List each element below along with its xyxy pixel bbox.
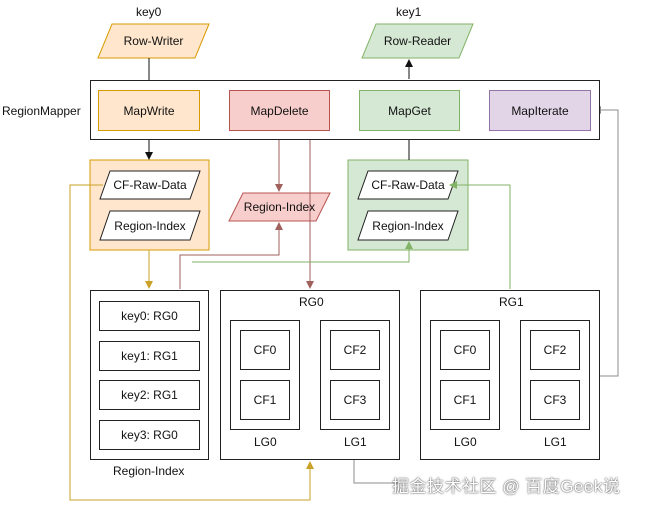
row-reader-shape xyxy=(361,23,474,59)
rg0-cf1: CF1 xyxy=(240,380,290,420)
rg0-cf2: CF2 xyxy=(330,330,380,370)
delete-region-index: Region-Index xyxy=(243,200,316,214)
get-cf-raw-shape xyxy=(357,170,459,200)
write-cf-raw-shape xyxy=(99,170,201,200)
get-region-index: Region-Index xyxy=(372,218,444,233)
rg1-cf3: CF3 xyxy=(530,380,580,420)
write-region-index-shape xyxy=(99,210,201,241)
map-delete-button[interactable]: MapDelete xyxy=(229,90,330,131)
map-write-button[interactable]: MapWrite xyxy=(98,90,200,131)
region-index-row: key3: RG0 xyxy=(99,420,200,450)
write-region-index: Region-Index xyxy=(114,218,186,233)
rg0-cf0: CF0 xyxy=(240,330,290,370)
rg0-lg1-label: LG1 xyxy=(344,435,367,449)
rg1-title: RG1 xyxy=(499,295,524,309)
watermark-text: 掘金技术社区 @ 百度Geek说 xyxy=(392,477,621,496)
map-iterate-button[interactable]: MapIterate xyxy=(489,90,591,131)
rg0-lg0-label: LG0 xyxy=(254,435,277,449)
row-reader: Row-Reader xyxy=(383,34,452,48)
region-index-table-title: Region-Index xyxy=(113,464,185,478)
get-cf-raw-data: CF-Raw-Data xyxy=(371,178,445,192)
rg0-cf3: CF3 xyxy=(330,380,380,420)
rg1-cf2: CF2 xyxy=(530,330,580,370)
rg1-lg0-label: LG0 xyxy=(454,435,477,449)
region-index-row: key2: RG1 xyxy=(99,380,200,410)
delete-region-index-shape xyxy=(228,192,331,222)
map-get-button[interactable]: MapGet xyxy=(359,90,460,131)
rg1-lg1-label: LG1 xyxy=(544,435,567,449)
rg1-cf1: CF1 xyxy=(440,380,490,420)
region-index-row: key1: RG1 xyxy=(99,341,200,371)
region-index-row: key0: RG0 xyxy=(99,301,200,331)
rg1-cf0: CF0 xyxy=(440,330,490,370)
get-region-index-shape xyxy=(357,210,459,241)
region-mapper-label: RegionMapper xyxy=(2,104,81,118)
row-writer-shape xyxy=(97,23,210,59)
row-writer: Row-Writer xyxy=(123,34,184,48)
key0-label: key0 xyxy=(136,5,162,19)
write-cf-raw-data: CF-Raw-Data xyxy=(113,178,187,192)
rg0-title: RG0 xyxy=(299,295,324,309)
key1-label: key1 xyxy=(396,5,422,19)
